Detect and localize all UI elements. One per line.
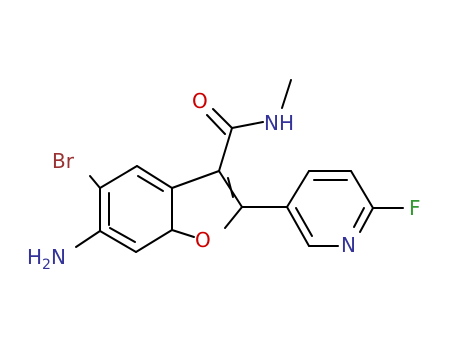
ring-oxygen-label: O <box>195 228 211 252</box>
carboxamide-group <box>206 79 292 172</box>
double-bond <box>206 114 226 135</box>
double-bond-inner <box>353 207 365 228</box>
double-bond-inner <box>109 227 136 243</box>
bond <box>136 165 173 189</box>
bond <box>171 229 195 238</box>
bond <box>231 121 264 129</box>
fluorine-label: F <box>409 196 421 220</box>
bromine-label: Br <box>52 149 75 173</box>
furan-ring <box>171 170 243 238</box>
amide-nh-label: NH <box>264 111 294 135</box>
bond <box>99 230 137 253</box>
pyridine-ring <box>286 170 374 247</box>
bond <box>135 229 173 253</box>
benzene-ring <box>99 165 173 253</box>
bond <box>350 170 374 209</box>
bond <box>281 79 292 109</box>
carbonyl-oxygen-label: O <box>192 89 208 113</box>
double-bond-inner <box>137 175 164 192</box>
pyridine-nitrogen-label: N <box>341 233 356 257</box>
double-bond-inner <box>295 207 313 237</box>
bond <box>171 170 220 189</box>
bond <box>218 127 233 172</box>
bond-to-bromine <box>89 175 101 189</box>
double-bond <box>212 108 233 129</box>
bond <box>359 207 374 233</box>
bond <box>224 206 243 229</box>
double-bond-inner <box>227 177 234 198</box>
amine-label: H2N <box>27 245 66 273</box>
bond <box>286 206 310 247</box>
bond <box>99 165 138 189</box>
bond <box>286 170 310 208</box>
bond-to-amine <box>75 230 101 248</box>
